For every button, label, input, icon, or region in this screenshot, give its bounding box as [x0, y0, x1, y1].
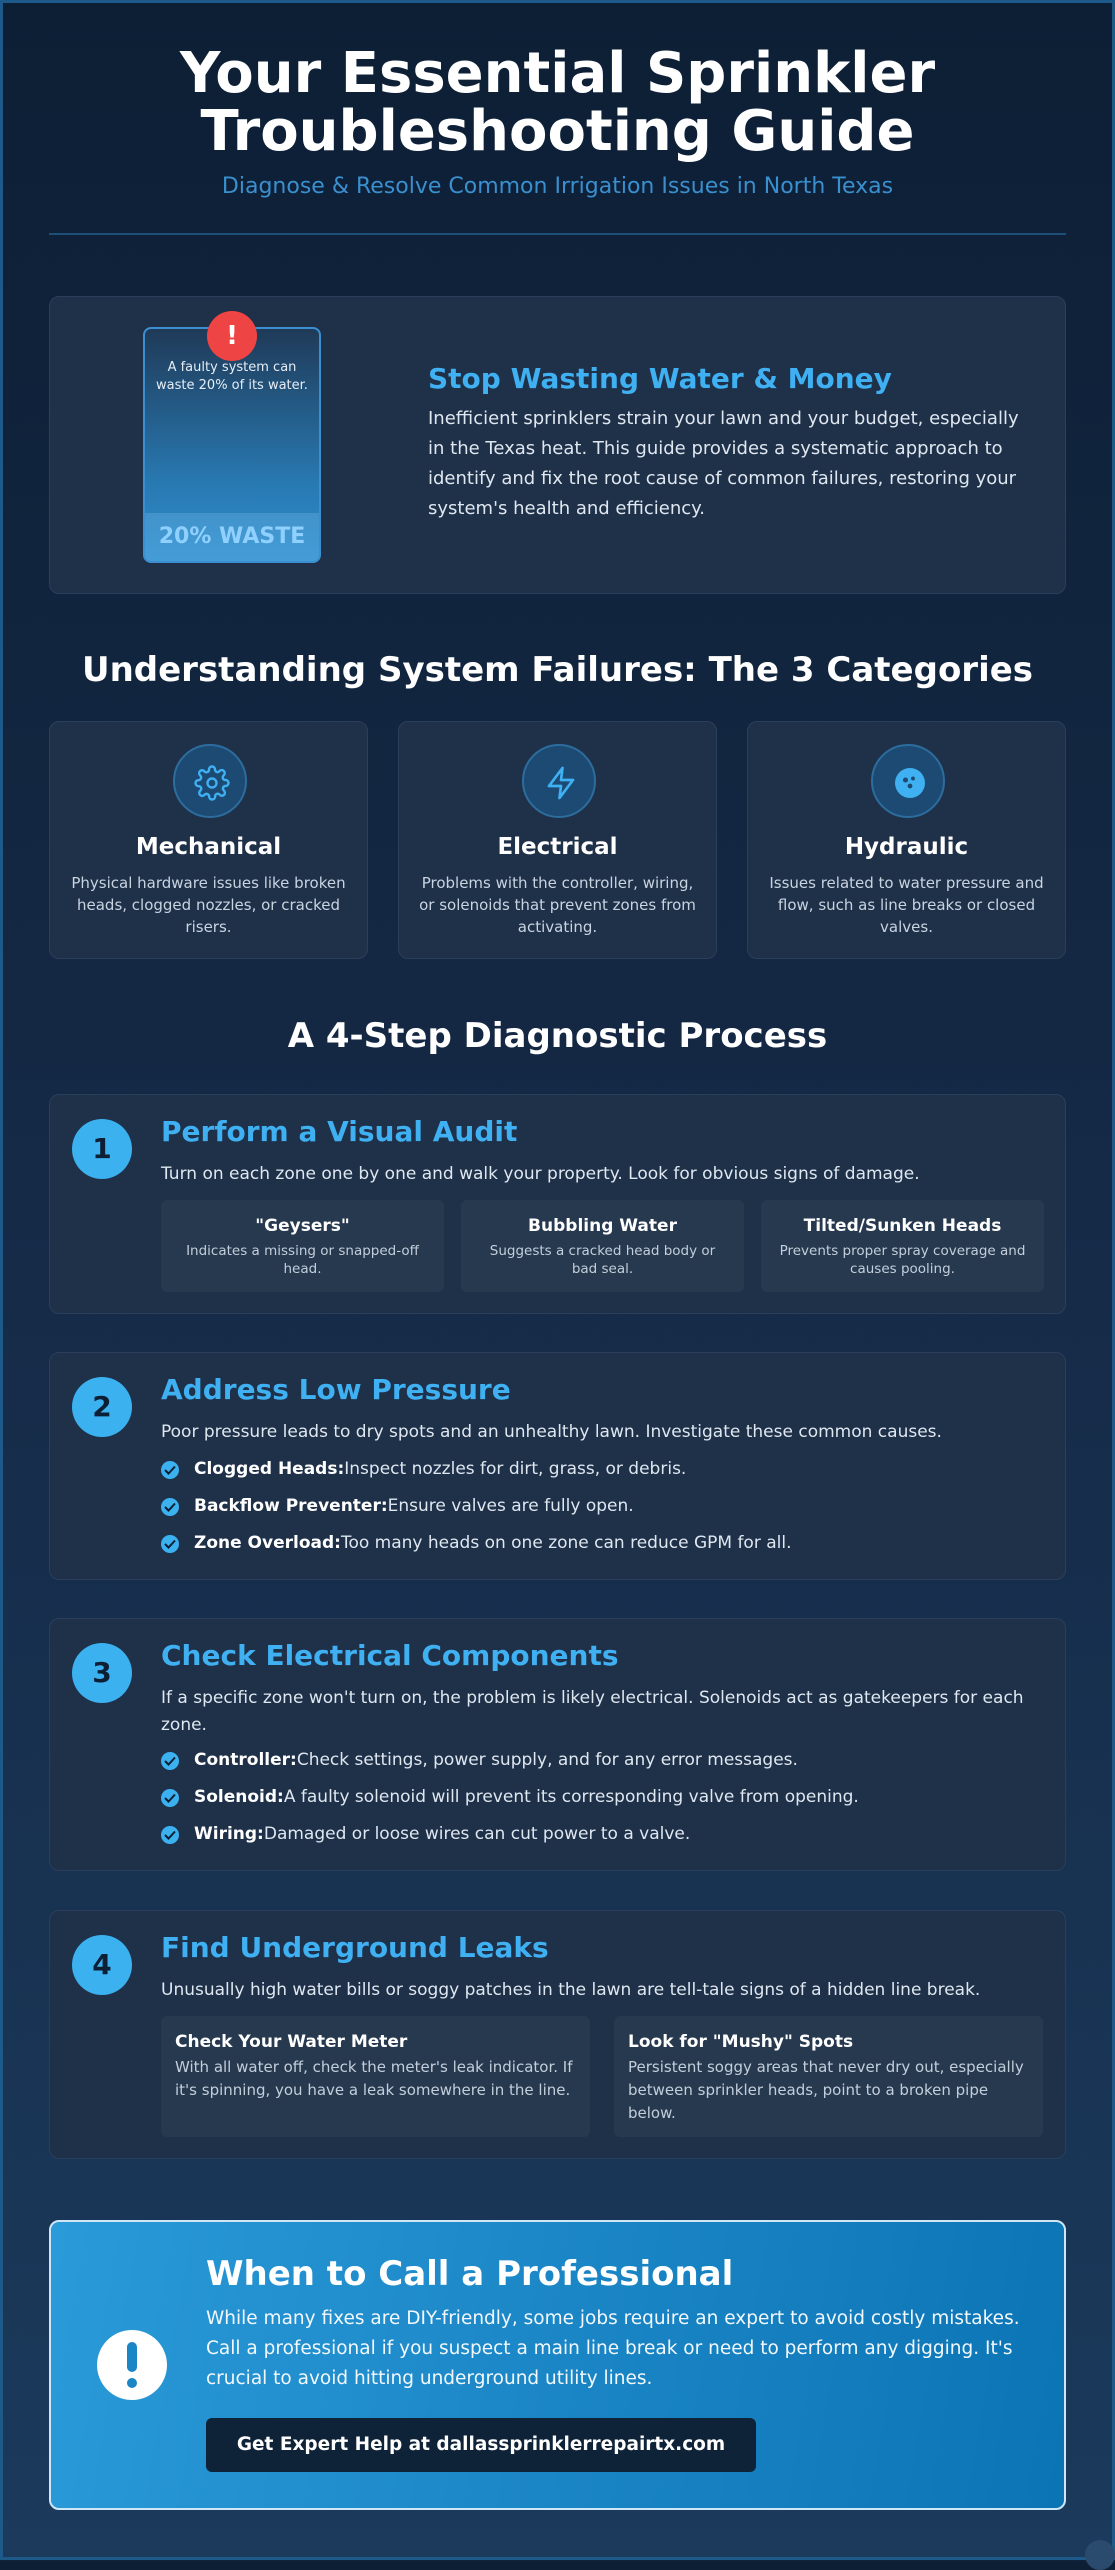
category-name: Mechanical: [135, 834, 282, 860]
category-card-mechanical: Mechanical Physical hardware issues like…: [49, 721, 368, 959]
leak-tip-title: Check Your Water Meter: [175, 2032, 408, 2052]
leak-tip-desc: Persistent soggy areas that never dry ou…: [628, 2058, 1024, 2122]
waste-label: 20% WASTE: [145, 513, 319, 561]
sign-tile: Bubbling Water Suggests a cracked head b…: [461, 1200, 744, 1292]
page-title-line2: Troubleshooting Guide: [200, 99, 915, 164]
category-desc: Physical hardware issues like broken hea…: [71, 874, 346, 936]
check-item-label: Solenoid:: [194, 1787, 284, 1807]
step-desc: Unusually high water bills or soggy patc…: [161, 1980, 981, 2000]
cta-title: When to Call a Professional: [206, 2254, 734, 2294]
category-name: Electrical: [497, 834, 618, 860]
sign-desc: Suggests a cracked head body or bad seal…: [489, 1243, 716, 1277]
scroll-corner-indicator: [1085, 2540, 1115, 2570]
check-item-text: Inspect nozzles for dirt, grass, or debr…: [344, 1459, 687, 1479]
categories-title: Understanding System Failures: The 3 Cat…: [81, 650, 1034, 690]
category-card-electrical: Electrical Problems with the controller,…: [398, 721, 717, 959]
gear-icon: [173, 744, 247, 818]
leak-tip-tile: Look for "Mushy" Spots Persistent soggy …: [614, 2016, 1043, 2137]
sign-title: Tilted/Sunken Heads: [803, 1216, 1002, 1236]
header-divider: [49, 233, 1066, 235]
step-desc: If a specific zone won't turn on, the pr…: [161, 1688, 1024, 1735]
check-item-label: Clogged Heads:: [194, 1459, 345, 1479]
water-tank-graphic: A faulty system can waste 20% of its wat…: [143, 327, 321, 563]
step-card-1: 1 Perform a Visual Audit Turn on each zo…: [49, 1094, 1066, 1314]
step-card-4: 4 Find Underground Leaks Unusually high …: [49, 1910, 1066, 2159]
category-card-hydraulic: Hydraulic Issues related to water pressu…: [747, 721, 1066, 959]
check-item-label: Wiring:: [194, 1824, 264, 1844]
check-item-text: A faulty solenoid will prevent its corre…: [283, 1787, 859, 1807]
process-title: A 4-Step Diagnostic Process: [287, 1016, 828, 1056]
check-item-label: Backflow Preventer:: [194, 1496, 388, 1516]
check-icon: [161, 1535, 179, 1553]
page-subtitle: Diagnose & Resolve Common Irrigation Iss…: [221, 174, 894, 199]
check-icon: [161, 1498, 179, 1516]
page-title: Your Essential Sprinkler Troubleshooting…: [0, 45, 1115, 161]
leak-tip-title: Look for "Mushy" Spots: [628, 2032, 854, 2052]
check-icon: [161, 1461, 179, 1479]
alert-icon: !: [207, 311, 257, 361]
exclamation-icon: [97, 2330, 167, 2400]
check-item-text: Damaged or loose wires can cut power to …: [263, 1824, 691, 1844]
step-title: Address Low Pressure: [161, 1373, 511, 1406]
check-icon: [161, 1789, 179, 1807]
step-number: 1: [72, 1119, 132, 1179]
page-title-line1: Your Essential Sprinkler: [179, 41, 936, 106]
sign-title: Bubbling Water: [528, 1216, 677, 1236]
category-desc: Problems with the controller, wiring, or…: [419, 874, 696, 936]
check-icon: [161, 1752, 179, 1770]
step-title: Perform a Visual Audit: [161, 1115, 518, 1148]
check-item-label: Zone Overload:: [194, 1533, 341, 1553]
step-title: Check Electrical Components: [161, 1639, 619, 1672]
sign-title: "Geysers": [255, 1216, 350, 1236]
intro-body: Inefficient sprinklers strain your lawn …: [428, 408, 1019, 519]
tank-caption: A faulty system can waste 20% of its wat…: [156, 360, 308, 393]
intro-title: Stop Wasting Water & Money: [428, 362, 892, 395]
leak-tip-tile: Check Your Water Meter With all water of…: [161, 2016, 590, 2137]
water-drops-icon: [871, 744, 945, 818]
check-item-text: Ensure valves are fully open.: [387, 1496, 634, 1516]
step-number: 3: [72, 1643, 132, 1703]
step-desc: Poor pressure leads to dry spots and an …: [161, 1422, 942, 1442]
leak-tip-desc: With all water off, check the meter's le…: [175, 2058, 573, 2099]
step-card-3: 3 Check Electrical Components If a speci…: [49, 1618, 1066, 1871]
step-number: 2: [72, 1377, 132, 1437]
lightning-bolt-icon: [522, 744, 596, 818]
step-desc: Turn on each zone one by one and walk yo…: [161, 1164, 920, 1184]
check-icon: [161, 1826, 179, 1844]
category-desc: Issues related to water pressure and flo…: [769, 874, 1044, 936]
check-item-label: Controller:: [194, 1750, 297, 1770]
sign-desc: Indicates a missing or snapped-off head.: [186, 1243, 419, 1277]
professional-cta-card: When to Call a Professional While many f…: [49, 2220, 1066, 2510]
check-item-text: Check settings, power supply, and for an…: [296, 1750, 798, 1770]
sign-tile: "Geysers" Indicates a missing or snapped…: [161, 1200, 444, 1292]
intro-card: A faulty system can waste 20% of its wat…: [49, 296, 1066, 594]
category-name: Hydraulic: [844, 834, 969, 860]
step-number: 4: [72, 1935, 132, 1995]
step-title: Find Underground Leaks: [161, 1931, 549, 1964]
cta-body: While many fixes are DIY-friendly, some …: [206, 2308, 1020, 2389]
check-item-text: Too many heads on one zone can reduce GP…: [340, 1533, 792, 1553]
sign-desc: Prevents proper spray coverage and cause…: [779, 1243, 1026, 1277]
sign-tile: Tilted/Sunken Heads Prevents proper spra…: [761, 1200, 1044, 1292]
expert-help-button[interactable]: Get Expert Help at dallassprinklerrepair…: [206, 2418, 756, 2472]
step-card-2: 2 Address Low Pressure Poor pressure lea…: [49, 1352, 1066, 1580]
